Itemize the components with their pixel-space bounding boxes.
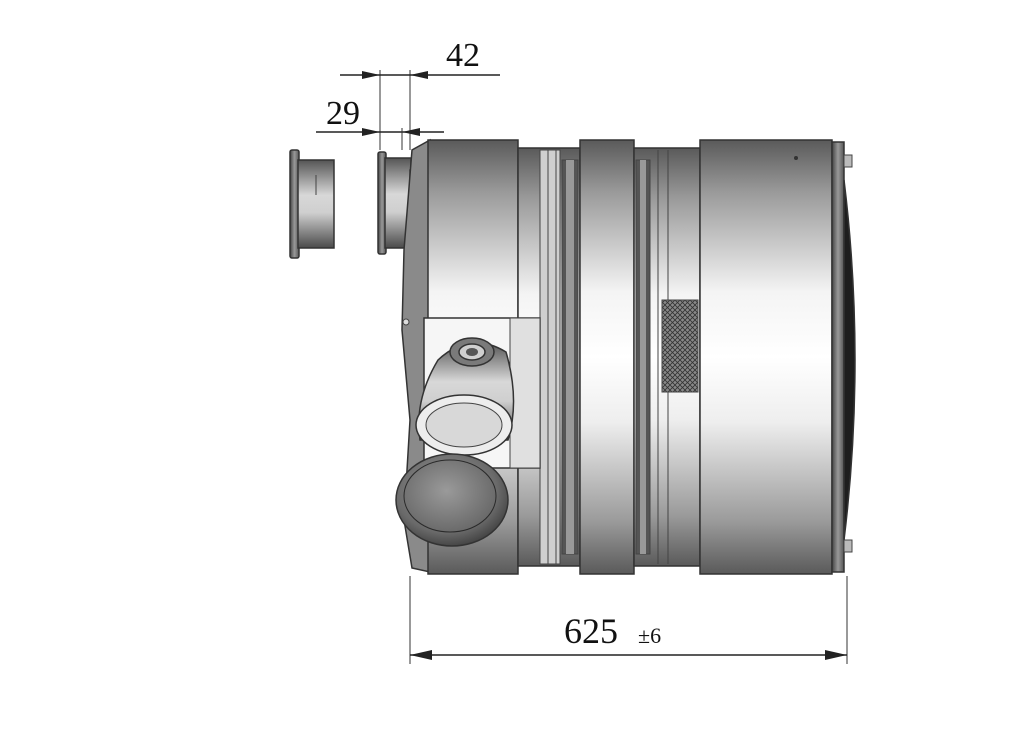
dimension-top [316, 70, 500, 150]
dimension-29-label: 29 [326, 95, 360, 132]
outlet-assembly [395, 317, 541, 547]
right-end-cap [831, 141, 856, 573]
dimension-42-label: 42 [446, 37, 480, 74]
dimension-625-tolerance: ±6 [638, 623, 661, 648]
inlet-sleeve [289, 149, 335, 259]
dimension-625-label: 625 [564, 611, 618, 651]
dimension-bottom [409, 576, 848, 664]
